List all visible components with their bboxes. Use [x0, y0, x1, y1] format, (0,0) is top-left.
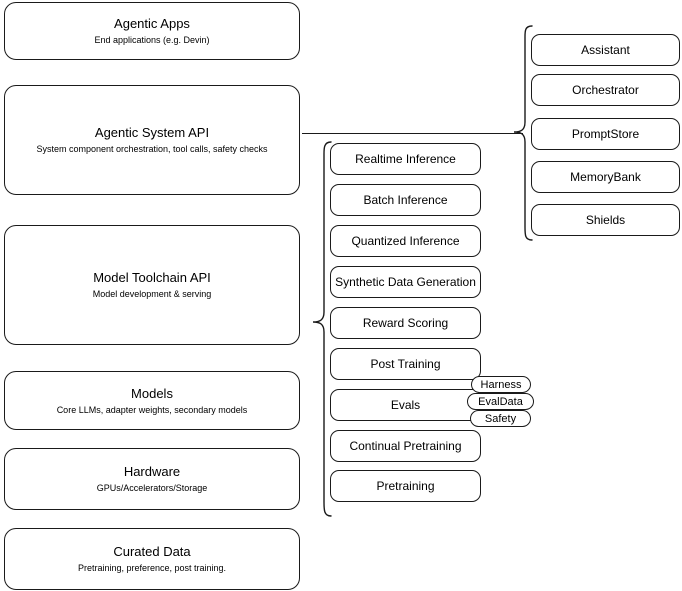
toolchain-label: Quantized Inference	[351, 233, 460, 248]
system-box-memorybank[interactable]: MemoryBank	[531, 161, 680, 193]
layer-box-models[interactable]: Models Core LLMs, adapter weights, secon…	[4, 371, 300, 430]
evals-tag-harness[interactable]: Harness	[471, 376, 531, 393]
brace-system-components	[513, 25, 533, 241]
system-label: Shields	[585, 212, 626, 227]
system-box-promptstore[interactable]: PromptStore	[531, 118, 680, 150]
layer-subtitle: System component orchestration, tool cal…	[36, 144, 268, 154]
toolchain-box-continual-pretraining[interactable]: Continual Pretraining	[330, 430, 481, 462]
toolchain-label: Evals	[390, 397, 421, 412]
layer-title: Curated Data	[113, 544, 191, 559]
layer-box-agentic-apps[interactable]: Agentic Apps End applications (e.g. Devi…	[4, 2, 300, 60]
system-box-orchestrator[interactable]: Orchestrator	[531, 74, 680, 106]
layer-title: Models	[131, 385, 173, 401]
toolchain-box-realtime-inference[interactable]: Realtime Inference	[330, 143, 481, 175]
layer-subtitle: Core LLMs, adapter weights, secondary mo…	[56, 404, 248, 415]
system-label: MemoryBank	[570, 169, 641, 184]
evals-tag-evaldata[interactable]: EvalData	[467, 393, 534, 410]
toolchain-label: Pretraining	[376, 478, 435, 493]
layer-title: Model Toolchain API	[93, 270, 211, 285]
layer-box-curated-data[interactable]: Curated Data Pretraining, preference, po…	[4, 528, 300, 590]
system-box-assistant[interactable]: Assistant	[531, 34, 680, 66]
toolchain-box-batch-inference[interactable]: Batch Inference	[330, 184, 481, 216]
toolchain-box-quantized-inference[interactable]: Quantized Inference	[330, 225, 481, 257]
system-box-shields[interactable]: Shields	[531, 204, 680, 236]
layer-subtitle: GPUs/Accelerators/Storage	[96, 483, 208, 493]
layer-box-agentic-system-api[interactable]: Agentic System API System component orch…	[4, 85, 300, 195]
connector-line-system-api	[302, 133, 523, 135]
toolchain-label: Reward Scoring	[362, 315, 449, 330]
layer-box-model-toolchain-api[interactable]: Model Toolchain API Model development & …	[4, 225, 300, 345]
system-label: Orchestrator	[572, 82, 639, 97]
brace-toolchain	[312, 141, 332, 517]
toolchain-box-reward-scoring[interactable]: Reward Scoring	[330, 307, 481, 339]
toolchain-label: Realtime Inference	[355, 151, 456, 166]
toolchain-box-evals[interactable]: Evals	[330, 389, 481, 421]
layer-title: Hardware	[123, 464, 181, 479]
toolchain-label: Continual Pretraining	[349, 438, 462, 453]
layer-title: Agentic System API	[94, 125, 210, 140]
evals-tag-safety[interactable]: Safety	[470, 410, 531, 427]
toolchain-box-pretraining[interactable]: Pretraining	[330, 470, 481, 502]
layer-subtitle: Pretraining, preference, post training.	[77, 563, 227, 573]
system-label: PromptStore	[571, 126, 640, 141]
layer-subtitle: Model development & serving	[92, 289, 212, 299]
toolchain-box-synthetic-data-generation[interactable]: Synthetic Data Generation	[330, 266, 481, 298]
toolchain-box-post-training[interactable]: Post Training	[330, 348, 481, 380]
layer-title: Agentic Apps	[114, 16, 190, 31]
layer-box-hardware[interactable]: Hardware GPUs/Accelerators/Storage	[4, 448, 300, 510]
system-label: Assistant	[581, 42, 630, 57]
layer-subtitle: End applications (e.g. Devin)	[94, 35, 210, 45]
toolchain-label: Batch Inference	[363, 192, 448, 207]
toolchain-label: Synthetic Data Generation	[335, 274, 476, 289]
toolchain-label: Post Training	[370, 356, 441, 371]
